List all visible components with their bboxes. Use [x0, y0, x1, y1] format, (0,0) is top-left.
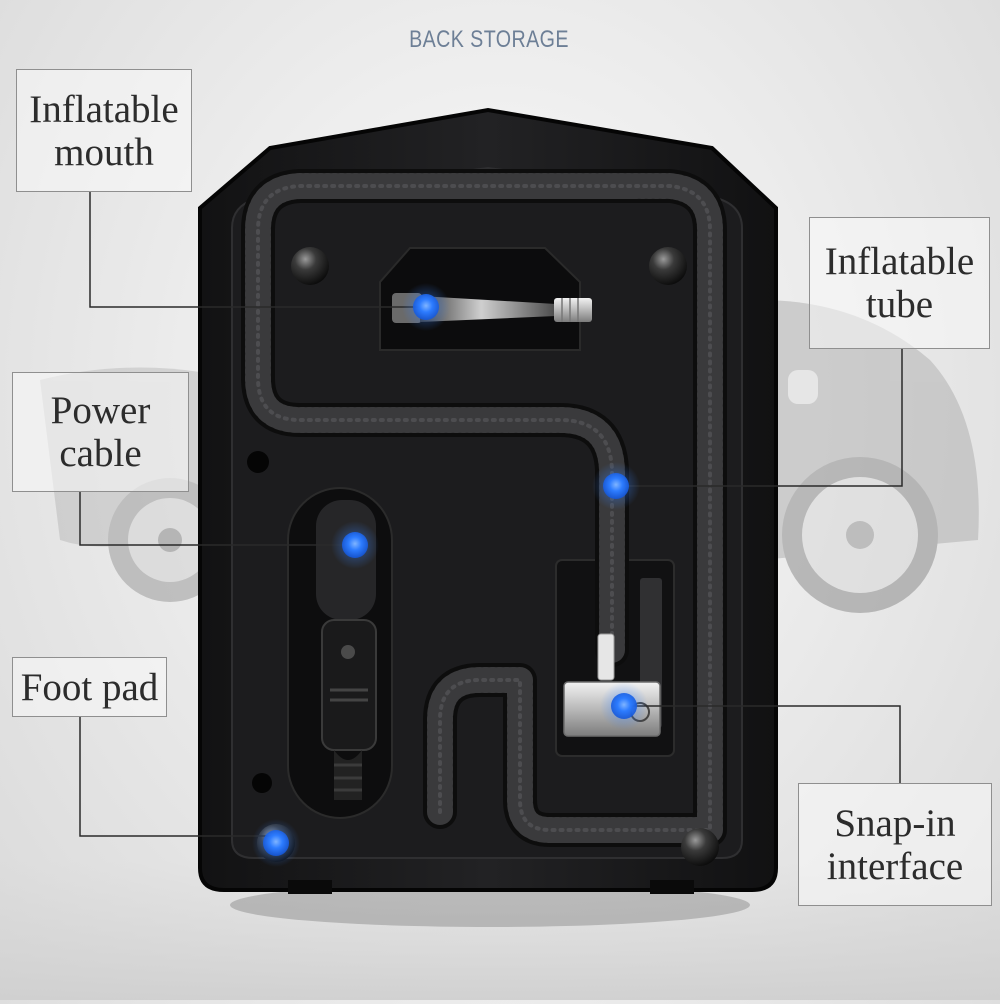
screw-bottom-right — [681, 828, 719, 866]
section-title: BACK STORAGE — [409, 26, 569, 53]
marker-foot-pad — [263, 830, 289, 856]
screw-top-right — [649, 247, 687, 285]
foot-left — [288, 880, 332, 894]
leader-line-power — [79, 492, 355, 546]
label-text-line1: Inflatable — [824, 240, 975, 283]
marker-inflatable-mouth — [413, 294, 439, 320]
label-text-line1: Power — [50, 389, 151, 432]
label-foot-pad: Foot pad — [12, 657, 167, 717]
label-text-line2: cable — [59, 432, 142, 475]
leader-line-foot — [79, 717, 276, 837]
label-text-line1: Foot pad — [20, 665, 159, 709]
label-snap-in-interface: Snap-in interface — [798, 783, 992, 906]
vent-hole-lower — [252, 773, 272, 793]
blue-markers — [252, 283, 648, 867]
label-text-line2: tube — [865, 283, 934, 326]
label-power-cable: Power cable — [12, 372, 189, 492]
label-inflatable-tube: Inflatable tube — [809, 217, 990, 349]
label-text-line1: Inflatable — [29, 87, 179, 131]
label-text-line2: interface — [826, 844, 964, 888]
vent-hole-upper — [247, 451, 269, 473]
leader-lines — [79, 192, 903, 837]
marker-inflatable-tube — [603, 473, 629, 499]
label-inflatable-mouth: Inflatable mouth — [16, 69, 192, 192]
marker-snap-in-interface — [611, 693, 637, 719]
background-car-right — [760, 300, 979, 613]
foot-right — [650, 880, 694, 894]
label-text-line1: Snap-in — [834, 801, 956, 845]
leader-line-tube — [616, 349, 903, 487]
inflatable-tube-hose — [241, 169, 727, 847]
leader-line-mouth — [89, 192, 426, 308]
leader-line-snap — [624, 705, 901, 783]
marker-power-cable — [342, 532, 368, 558]
screw-top-left — [291, 247, 329, 285]
label-text-line2: mouth — [54, 130, 154, 174]
